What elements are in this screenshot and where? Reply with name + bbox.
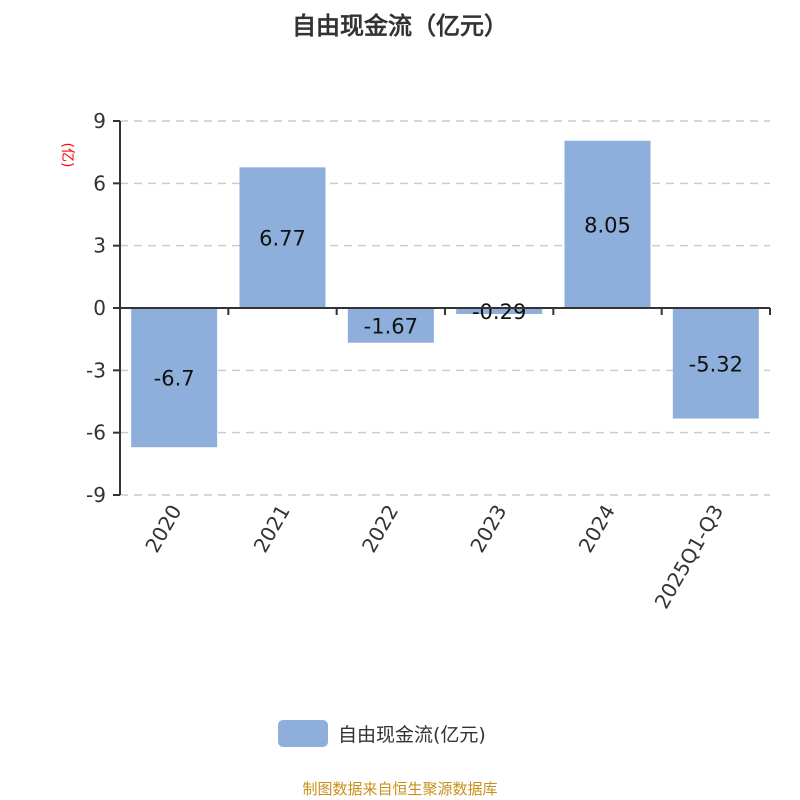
y-tick-label: -9: [86, 483, 106, 507]
legend[interactable]: 自由现金流(亿元): [278, 720, 486, 747]
data-label: -6.7: [154, 367, 195, 391]
data-label: 8.05: [584, 213, 631, 237]
y-tick-label: 9: [93, 109, 106, 133]
chart-title: 自由现金流（亿元）: [292, 12, 508, 40]
bar: [456, 308, 543, 315]
x-tick-label: 2021: [249, 501, 295, 557]
data-label: -5.32: [689, 352, 743, 376]
y-tick-label: 0: [93, 296, 106, 320]
y-axis-label: (亿): [59, 143, 75, 168]
x-tick-label: 2025Q1-Q3: [649, 501, 728, 613]
y-tick-label: -3: [86, 358, 106, 382]
legend-swatch: [278, 720, 328, 747]
x-tick-label: 2024: [574, 501, 620, 557]
y-tick-label: -6: [86, 421, 106, 445]
bar: [564, 140, 651, 308]
x-tick-label: 2022: [357, 501, 403, 557]
y-tick-label: 6: [93, 171, 106, 195]
data-label: -0.29: [472, 300, 526, 324]
legend-label: 自由现金流(亿元): [338, 724, 486, 746]
source-note: 制图数据来自恒生聚源数据库: [302, 780, 498, 798]
data-label: -1.67: [364, 314, 418, 338]
bar: [347, 308, 434, 343]
bar: [672, 308, 759, 419]
bar: [239, 167, 326, 308]
x-tick-label: 2023: [465, 501, 511, 557]
data-label: 6.77: [259, 227, 306, 251]
x-tick-label: 2020: [140, 501, 186, 557]
bar: [131, 308, 218, 448]
y-tick-label: 3: [93, 234, 106, 258]
